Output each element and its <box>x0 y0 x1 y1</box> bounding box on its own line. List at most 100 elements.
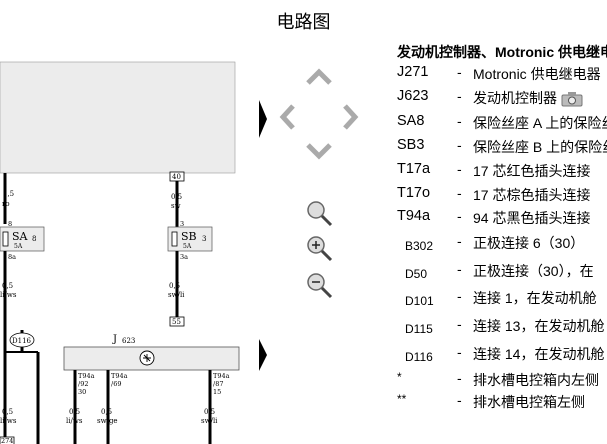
legend-code: D50 <box>405 267 428 281</box>
legend-dash: - <box>457 161 462 177</box>
legend-dash: - <box>457 233 462 249</box>
legend-desc: Motronic 供电继电器 <box>473 66 601 82</box>
terminal-55 <box>169 316 185 327</box>
legend-desc: 排水槽电控箱内左侧 <box>473 372 599 388</box>
fuse-sa8-element <box>2 231 9 247</box>
w2-gauge: 0,5 <box>2 282 13 290</box>
legend-desc: 连接 14，在发动机舱 <box>473 346 605 362</box>
pin3-conn: T94a <box>213 372 230 380</box>
zoom-out-icon[interactable] <box>307 273 333 299</box>
terminal-274-label: 274 <box>1 437 13 444</box>
legend-code: T17a <box>397 161 431 177</box>
pan-right-icon[interactable] <box>343 104 359 130</box>
legend-desc: 连接 13，在发动机舱 <box>473 318 605 334</box>
legend-dash: - <box>457 370 462 386</box>
b3-color: sw/ge <box>97 417 118 425</box>
legend-code: B302 <box>405 239 434 253</box>
zoom-in-icon[interactable] <box>307 236 333 262</box>
legend-code: ** <box>397 392 407 406</box>
pan-left-icon[interactable] <box>279 104 295 130</box>
legend-code: D101 <box>405 294 434 308</box>
terminal-40-label: 40 <box>172 173 181 181</box>
expand-right-arrow-icon[interactable] <box>259 339 267 371</box>
sb3-number: 3 <box>202 235 206 243</box>
legend-dash: - <box>457 137 462 153</box>
sa8-number: 8 <box>32 235 36 243</box>
sa8-label: SA <box>12 230 29 243</box>
pan-down-icon[interactable] <box>306 143 332 160</box>
page-title: 电路图 <box>276 12 331 33</box>
zoom-reset-icon-handle <box>320 214 333 227</box>
legend-desc: 保险丝座 B 上的保险丝 3 <box>473 139 607 155</box>
terminal-274 <box>0 436 15 444</box>
b2-color: li/ws <box>66 417 83 425</box>
b4-gauge: 0,5 <box>204 408 215 416</box>
pin3-num: /87 <box>213 380 223 388</box>
b4-color: sw/li <box>201 417 218 425</box>
legend-dash: - <box>457 344 462 360</box>
legend-dash: - <box>457 64 462 80</box>
b3-gauge: 0,5 <box>101 408 112 416</box>
fuse-sb3-element <box>171 231 178 247</box>
zoom-reset-icon[interactable] <box>307 201 333 227</box>
pin3-sub: 15 <box>213 388 221 396</box>
legend-dash: - <box>457 185 462 201</box>
legend-desc-text: 发动机控制器 <box>473 90 557 106</box>
camera-icon[interactable] <box>561 91 583 107</box>
sa8-amp: 5A <box>14 243 23 250</box>
legend-desc: 连接 1，在发动机舱 <box>473 290 597 306</box>
d116-label: D116 <box>12 337 32 345</box>
diagram-navigation <box>259 68 359 371</box>
legend-desc: 17 芯棕色插头连接 <box>473 187 591 203</box>
junction-d116 <box>9 332 35 348</box>
pin2-conn: T94a <box>111 372 128 380</box>
pin1-conn: T94a <box>78 372 95 380</box>
w4-gauge: 0,5 <box>169 282 180 290</box>
pin1-sub: 30 <box>78 388 86 396</box>
legend-code: J623 <box>397 88 429 104</box>
w3-color: sw <box>171 202 181 210</box>
legend-dash: - <box>457 288 462 304</box>
legend-code: SB3 <box>397 137 425 153</box>
legend-code: SA8 <box>397 113 425 129</box>
pan-up-icon[interactable] <box>306 68 332 85</box>
b2-gauge: 0,5 <box>69 408 80 416</box>
legend-dash: - <box>457 316 462 332</box>
j623-label: J <box>112 334 117 345</box>
sa8-pin-bot: 8a <box>8 253 16 261</box>
j623-number: 623 <box>122 337 135 345</box>
legend-desc: 正极连接 6（30） <box>473 235 585 251</box>
sb3-label: SB <box>181 230 197 243</box>
legend-code: J271 <box>397 64 429 80</box>
legend-desc: 94 芯黑色插头连接 <box>473 210 591 226</box>
b1-gauge: 0,5 <box>2 408 13 416</box>
sb3-pin-top: 3 <box>180 220 184 228</box>
legend-code: * <box>397 370 402 384</box>
camera-icon-top <box>568 92 576 97</box>
legend-desc: 17 芯红色插头连接 <box>473 163 591 179</box>
legend-desc: 正极连接（30），在 <box>473 263 594 279</box>
sb3-amp: 5A <box>183 243 192 250</box>
terminal-55-label: 55 <box>172 318 181 326</box>
sb3-pin-bot: 3a <box>180 253 188 261</box>
w1-gauge: 1,5 <box>3 190 14 198</box>
w1-color: ro <box>2 200 10 208</box>
legend-desc: 发动机控制器 <box>473 88 583 108</box>
legend-dash: - <box>457 208 462 224</box>
pin1-num: /92 <box>78 380 88 388</box>
legend-panel: 发动机控制器、Motronic 供电继电器 J271 - Motronic 供电… <box>395 0 607 444</box>
w3-gauge: 0,5 <box>171 193 182 201</box>
zoom-reset-icon-lens <box>307 201 325 219</box>
b1-color: li/ws <box>0 417 17 425</box>
zoom-in-icon-handle <box>320 249 333 262</box>
legend-code: D116 <box>405 350 433 364</box>
legend-code: D115 <box>405 322 433 336</box>
legend-dash: - <box>457 88 462 104</box>
pin2-num: /69 <box>111 380 121 388</box>
sa8-pin-top: 8 <box>8 220 12 228</box>
legend-dash: - <box>457 113 462 129</box>
expand-left-arrow-icon[interactable] <box>259 100 267 138</box>
legend-heading: 发动机控制器、Motronic 供电继电器 <box>397 44 607 60</box>
circuit-diagram: 1,5 ro 8 SA 8 5A 8a 0,5 li/ws 40 0,5 sw … <box>0 61 240 444</box>
legend-code: T94a <box>397 208 431 224</box>
